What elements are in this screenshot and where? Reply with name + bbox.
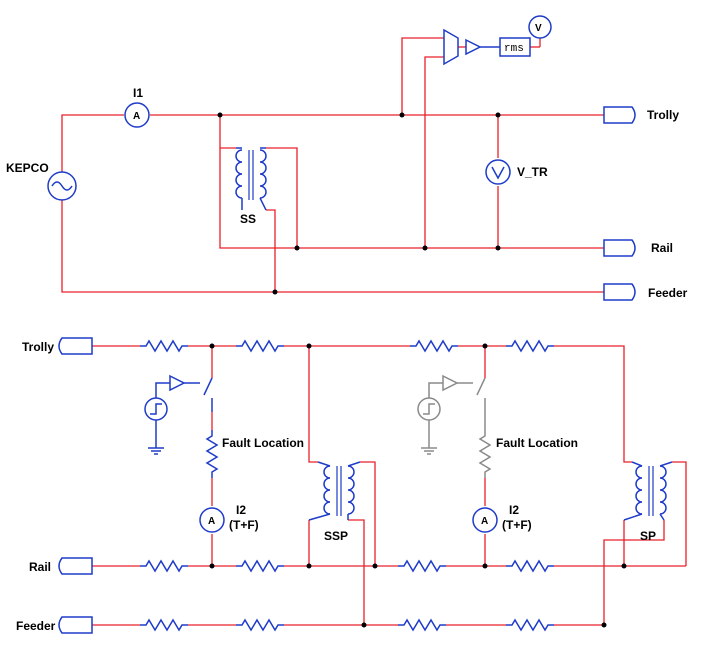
- resistor-icon: [139, 340, 189, 352]
- voltmeter-icon: V: [528, 15, 552, 39]
- i2-left-label: I2: [236, 503, 246, 517]
- voltmeter-icon: [485, 159, 511, 185]
- resistor-icon: [397, 619, 447, 631]
- port-icon: [603, 106, 636, 124]
- step-source-icon: [144, 374, 200, 448]
- ammeter-icon: A: [199, 507, 225, 533]
- v-tr-label: V_TR: [517, 165, 548, 179]
- switch-icon: [203, 377, 213, 412]
- rms-block: rms: [499, 37, 531, 57]
- ground-icon: [420, 447, 438, 455]
- kepco-label: KEPCO: [6, 161, 49, 175]
- bottom-wires: [92, 345, 687, 626]
- ammeter-icon: A: [472, 507, 498, 533]
- transformer-icon: [308, 461, 361, 521]
- resistor-icon: [409, 340, 459, 352]
- port-feeder-bottom-label: Feeder: [16, 619, 56, 633]
- port-icon: [58, 337, 93, 355]
- i1-label: I1: [133, 86, 143, 100]
- voltmeter-glyph: V: [535, 23, 542, 34]
- resistor-icon: [235, 560, 285, 572]
- resistor-icon: [235, 340, 285, 352]
- resistor-icon: [505, 340, 555, 352]
- ground-icon: [147, 447, 165, 455]
- ammeter-glyph: A: [133, 111, 140, 122]
- fault-location-left-label: Fault Location: [222, 436, 304, 450]
- transformer-icon: [235, 147, 267, 211]
- top-nodes: [217, 112, 501, 295]
- ammeter-glyph: A: [481, 516, 488, 527]
- port-feeder-top-label: Feeder: [648, 286, 688, 300]
- port-icon: [58, 616, 93, 634]
- ammeter-icon: A: [124, 102, 150, 128]
- switch-icon: [476, 377, 486, 430]
- sp-label: SP: [640, 529, 656, 543]
- port-trolly-bottom-label: Trolly: [22, 340, 54, 354]
- bottom-nodes: [209, 343, 627, 628]
- port-trolly-top-label: Trolly: [647, 108, 679, 122]
- resistor-icon: [505, 560, 555, 572]
- i2-right-sub-label: (T+F): [502, 518, 532, 532]
- ssp-label: SSP: [324, 529, 348, 543]
- fault-location-right-label: Fault Location: [496, 436, 578, 450]
- ac-source-icon: [47, 171, 77, 201]
- port-rail-top-label: Rail: [651, 241, 673, 255]
- port-icon: [603, 239, 636, 257]
- i2-right-label: I2: [509, 503, 519, 517]
- transformer-icon: [623, 461, 673, 521]
- resistor-icon: [505, 619, 555, 631]
- comparator-icon: [443, 28, 500, 66]
- resistor-icon: [139, 619, 189, 631]
- resistor-icon: [397, 560, 447, 572]
- step-source-icon: [417, 374, 473, 448]
- port-rail-bottom-label: Rail: [29, 560, 51, 574]
- resistor-icon: [139, 560, 189, 572]
- rms-label: rms: [504, 43, 524, 55]
- i2-left-sub-label: (T+F): [229, 518, 259, 532]
- resistor-icon: [479, 429, 491, 479]
- port-icon: [58, 557, 93, 575]
- resistor-icon: [206, 429, 218, 479]
- resistor-icon: [235, 619, 285, 631]
- ss-label: SS: [240, 212, 256, 226]
- top-wires: [61, 37, 604, 293]
- port-icon: [603, 283, 636, 301]
- ammeter-glyph: A: [208, 516, 215, 527]
